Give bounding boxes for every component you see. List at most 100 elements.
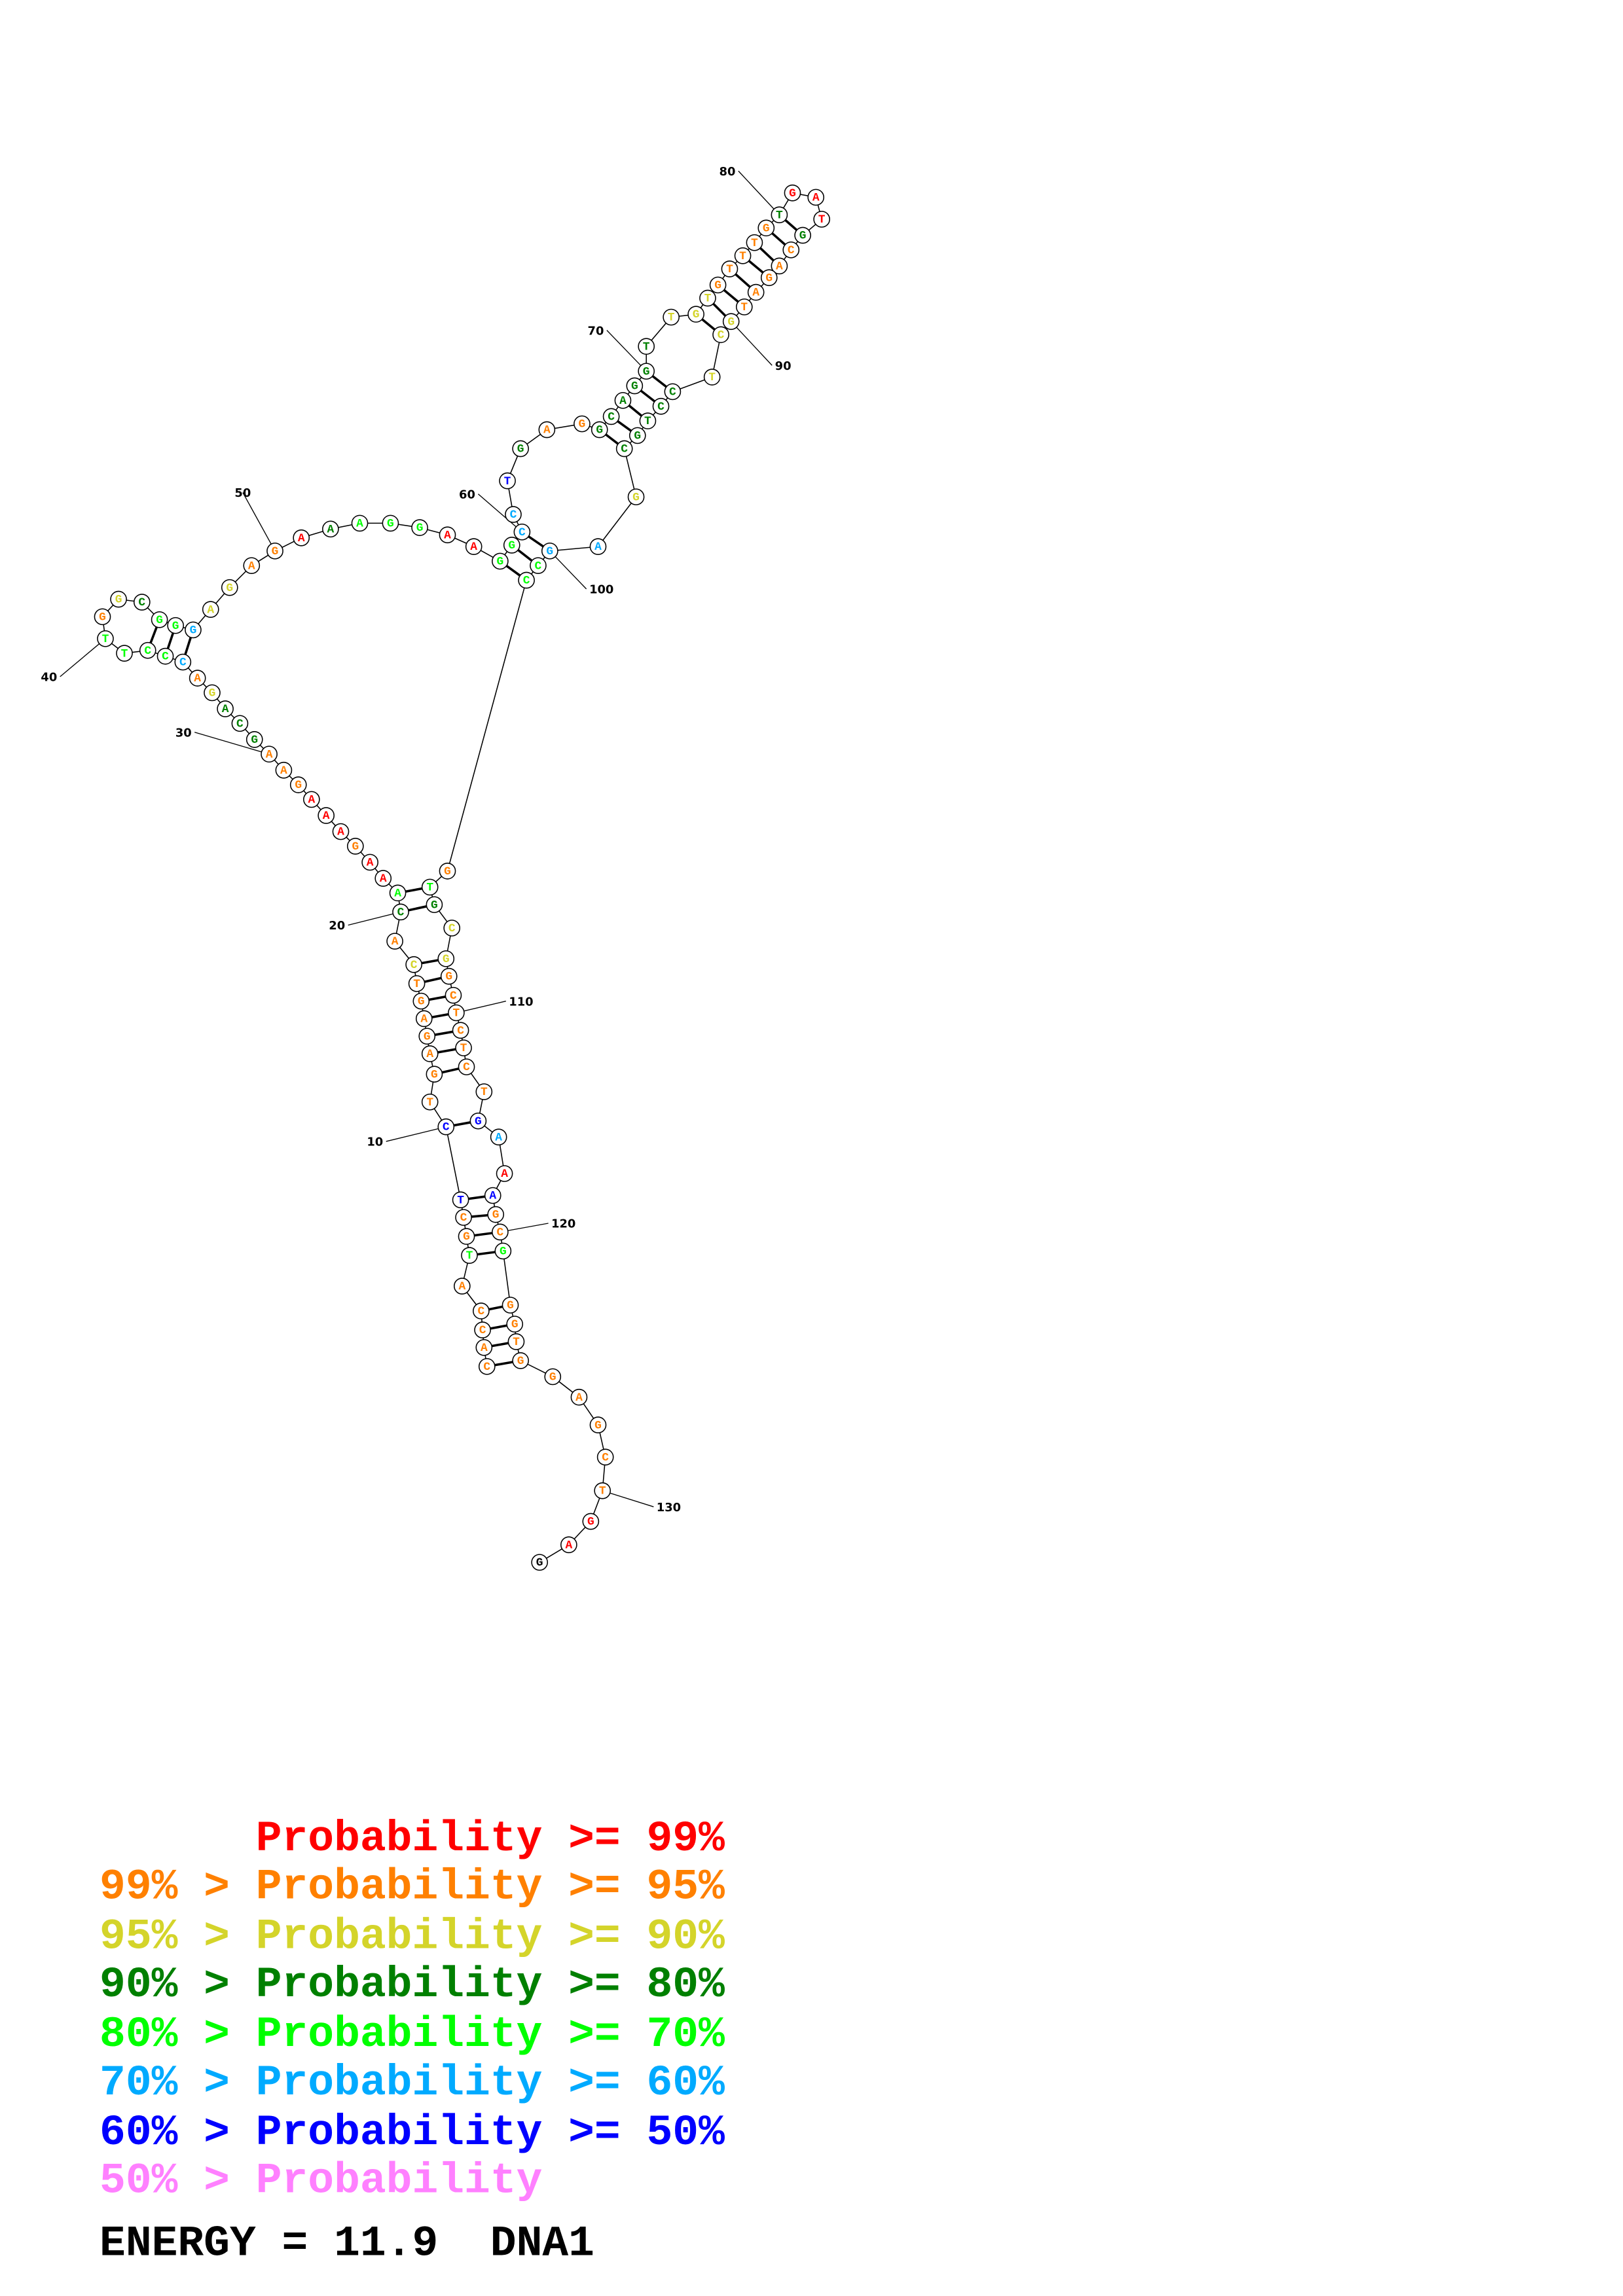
position-tick <box>348 911 401 926</box>
nucleotide-circle <box>421 1045 439 1062</box>
nucleotide-circle <box>490 1128 507 1146</box>
nucleotide-circle <box>139 641 156 659</box>
nucleotide-letter: T <box>453 1007 460 1020</box>
nucleotide-36: C <box>174 653 192 671</box>
nucleotide-126: G <box>544 1368 562 1386</box>
nucleotide-circle <box>469 1112 487 1130</box>
nucleotide-circle <box>538 421 556 439</box>
nucleotide-letter: T <box>704 293 712 306</box>
nucleotide-circle <box>204 684 221 702</box>
nucleotide-70: G <box>638 363 655 380</box>
nucleotide-circle <box>415 1010 433 1028</box>
nucleotide-circle <box>231 715 249 732</box>
nucleotide-circle <box>699 289 716 307</box>
nucleotide-letter: G <box>431 1068 438 1081</box>
nucleotide-circle <box>361 853 378 871</box>
nucleotide-59: G <box>503 537 520 554</box>
nucleotide-circle <box>496 1165 513 1182</box>
nucleotide-93: C <box>664 383 682 401</box>
nucleotide-circle <box>458 1228 475 1245</box>
nucleotide-49: A <box>243 557 261 575</box>
nucleotide-letter: G <box>295 779 302 792</box>
nucleotide-circle <box>492 1223 509 1241</box>
nucleotide-letter: A <box>501 1168 508 1181</box>
position-label: 60 <box>459 488 475 501</box>
nucleotide-circle <box>411 519 428 536</box>
nucleotide-110: T <box>448 1004 465 1022</box>
nucleotide-circle <box>760 269 778 287</box>
nucleotide-circle <box>293 529 310 547</box>
nucleotide-circle <box>512 1352 529 1369</box>
nucleotide-letter: A <box>776 260 783 274</box>
nucleotide-81: G <box>784 184 801 202</box>
nucleotide-letter: G <box>594 1419 602 1432</box>
nucleotide-127: A <box>570 1388 588 1406</box>
nucleotide-letter: A <box>619 395 627 408</box>
nucleotide-83: T <box>813 211 830 228</box>
nucleotide-circle <box>412 992 430 1010</box>
nucleotide-28: G <box>289 776 307 793</box>
nucleotide-51: A <box>293 529 310 547</box>
nucleotide-letter: C <box>236 717 244 730</box>
nucleotide-letter: T <box>668 312 675 325</box>
nucleotide-27: A <box>302 791 320 808</box>
nucleotide-letter: C <box>510 509 517 522</box>
nucleotide-circle <box>382 514 399 532</box>
nucleotide-letter: G <box>99 611 106 624</box>
nucleotide-letter: T <box>426 1096 433 1109</box>
nucleotide-25: A <box>332 823 350 840</box>
nucleotide-letter: G <box>418 996 425 1009</box>
nucleotide-letter: T <box>599 1485 606 1498</box>
nucleotide-66: G <box>591 421 608 439</box>
nucleotide-10: C <box>437 1118 455 1136</box>
nucleotide-circle <box>652 397 670 415</box>
nucleotide-letter: A <box>222 703 229 716</box>
nucleotide-circle <box>133 594 151 611</box>
position-label: 80 <box>720 165 736 179</box>
nucleotide-letter: A <box>481 1342 488 1355</box>
nucleotide-133: G <box>531 1554 549 1571</box>
nucleotide-circle <box>421 1093 439 1111</box>
nucleotide-letter: C <box>463 1061 470 1074</box>
nucleotide-letter: G <box>209 687 216 700</box>
nucleotide-letter: G <box>156 614 163 627</box>
nucleotide-2: A <box>475 1338 493 1356</box>
nucleotide-circle <box>505 506 522 523</box>
nucleotide-letter: G <box>799 230 807 243</box>
nucleotide-letter: A <box>575 1391 583 1405</box>
nucleotide-79: G <box>757 219 775 237</box>
nucleotide-50: G <box>266 542 283 560</box>
nucleotide-letter: T <box>739 250 746 263</box>
nucleotide-circle <box>499 472 516 490</box>
nucleotide-61: C <box>505 506 522 523</box>
nucleotide-circle <box>97 630 114 647</box>
nucleotide-letter: G <box>511 1318 519 1331</box>
position-tick <box>606 330 647 372</box>
nucleotide-circle <box>151 611 168 628</box>
nucleotide-76: T <box>721 260 739 278</box>
nucleotide-31: G <box>246 731 263 748</box>
nucleotide-letter: A <box>298 532 305 545</box>
nucleotide-circle <box>443 920 461 937</box>
nucleotide-circle <box>116 645 133 662</box>
nucleotide-circle <box>452 1022 469 1039</box>
nucleotide-circle <box>455 1039 472 1056</box>
nucleotide-letter: T <box>457 1194 464 1207</box>
nucleotide-86: A <box>771 257 788 275</box>
nucleotide-letter: A <box>380 872 387 886</box>
nucleotide-circle <box>687 306 704 323</box>
nucleotide-circle <box>602 408 620 425</box>
nucleotide-letter: G <box>508 539 515 552</box>
nucleotide-107: G <box>437 950 455 967</box>
nucleotide-letter: A <box>308 794 315 807</box>
nucleotide-circle <box>275 761 293 779</box>
nucleotide-letter: A <box>594 541 602 554</box>
nucleotide-52: A <box>322 520 339 538</box>
legend-row: 80% > Probability >= 70% <box>100 2010 725 2059</box>
nucleotide-letter: A <box>207 603 214 617</box>
nucleotide-letter: G <box>443 953 450 966</box>
nucleotide-letter: C <box>443 1121 450 1134</box>
nucleotide-12: G <box>426 1066 443 1083</box>
nucleotide-circle <box>734 247 752 264</box>
nucleotide-16: G <box>412 992 430 1010</box>
